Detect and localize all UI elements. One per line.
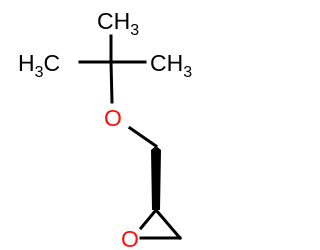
atom-label-right-methyl: CH3 [150, 50, 192, 81]
top-methyl-count: 3 [130, 22, 139, 39]
bond-chiral-c-ring-ch2 [153, 207, 183, 241]
bond-ether-o-ch2 [127, 125, 159, 149]
structure-canvas: CH3 H3C CH3 O O [18, 8, 192, 250]
top-methyl-symbol: CH [97, 8, 130, 34]
right-methyl-symbol: CH [150, 50, 183, 76]
atom-label-left-methyl: H3C [18, 50, 60, 81]
bond-quaternary-c-ether-o [109, 60, 114, 104]
right-methyl-count: 3 [183, 64, 192, 81]
bond-chiral-c-ring-o [138, 207, 159, 231]
atom-label-ether-oxygen: O [104, 105, 122, 131]
atom-label-top-methyl: CH3 [97, 8, 139, 39]
stereo-wedge-bond [151, 146, 161, 210]
left-methyl-symbol: H [18, 50, 35, 76]
atom-label-ring-oxygen: O [121, 226, 139, 250]
left-methyl-tail: C [44, 50, 61, 76]
left-methyl-count: 3 [35, 64, 44, 81]
bonds [78, 34, 183, 241]
